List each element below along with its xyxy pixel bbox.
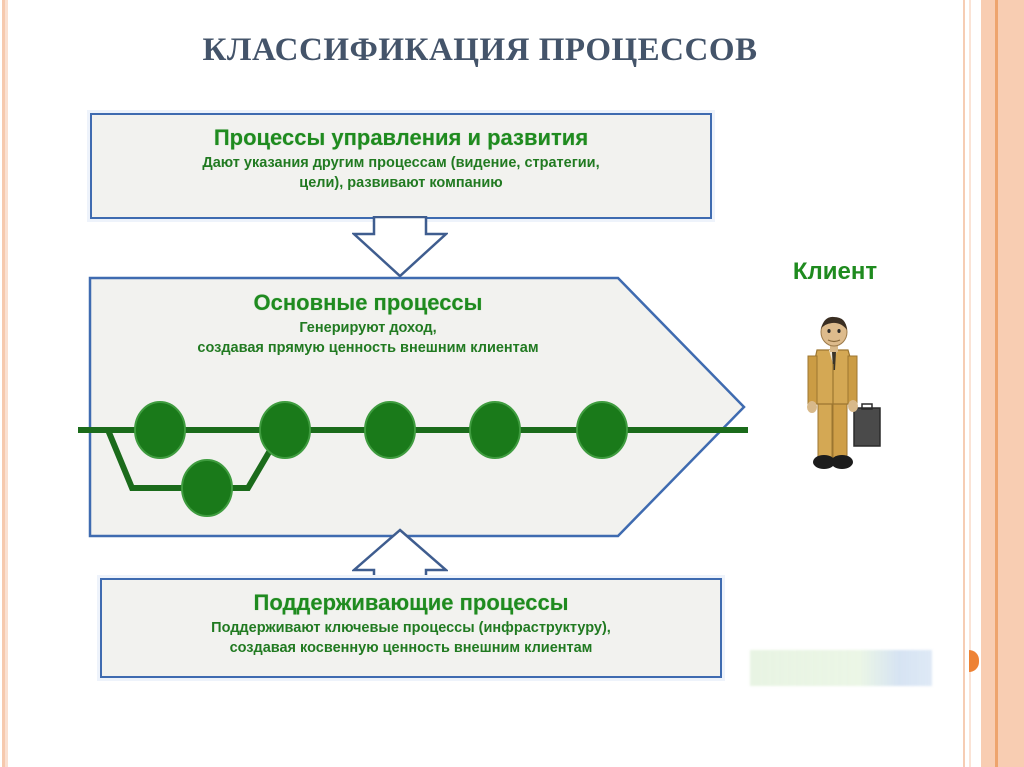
template-stripe-left-inner — [5, 0, 8, 767]
supporting-processes-line-2: создавая косвенную ценность внешним клие… — [229, 640, 593, 656]
management-processes-line-1: Дают указания другим процессам (видение,… — [202, 155, 600, 171]
template-stripe-right-3 — [981, 0, 995, 767]
core-processes-title: Основные процессы — [253, 290, 483, 315]
template-stripe-right-2 — [969, 0, 971, 767]
process-node — [576, 401, 628, 459]
core-processes-chevron: Основные процессы Генерируют доход, созд… — [88, 276, 748, 538]
management-processes-line-2: цели), развивают компанию — [299, 175, 503, 191]
page-title: КЛАССИФИКАЦИЯ ПРОЦЕССОВ — [202, 32, 758, 68]
supporting-processes-line-1: Поддерживают ключевые процессы (инфрастр… — [211, 620, 611, 636]
template-stripe-right-1 — [963, 0, 965, 767]
core-processes-line-2: создавая прямую ценность внешним клиента… — [197, 340, 539, 356]
core-processes-text: Основные процессы Генерируют доход, созд… — [88, 288, 648, 358]
process-node — [469, 401, 521, 459]
process-node — [364, 401, 416, 459]
core-processes-line-1: Генерируют доход, — [299, 320, 437, 336]
supporting-processes-title: Поддерживающие процессы — [253, 590, 569, 615]
supporting-processes-box: Поддерживающие процессы Поддерживают клю… — [100, 578, 722, 678]
process-node — [259, 401, 311, 459]
management-processes-box: Процессы управления и развития Дают указ… — [90, 113, 712, 219]
process-classification-diagram: Процессы управления и развития Дают указ… — [78, 113, 748, 678]
core-processes-chevron-shape — [88, 276, 746, 538]
template-bullet-icon — [969, 650, 979, 672]
template-stripe-right-5 — [998, 0, 1024, 767]
process-node — [134, 401, 186, 459]
arrow-down-icon — [350, 215, 450, 283]
process-node-branch — [181, 459, 233, 517]
background-artifact — [750, 650, 932, 686]
template-stripe-right-4 — [995, 0, 998, 767]
template-stripe-left-outer — [2, 0, 5, 767]
client-label: Клиент — [792, 258, 878, 285]
management-processes-title: Процессы управления и развития — [213, 125, 589, 150]
client-figure-icon — [800, 312, 882, 477]
process-flow-line — [78, 401, 748, 517]
